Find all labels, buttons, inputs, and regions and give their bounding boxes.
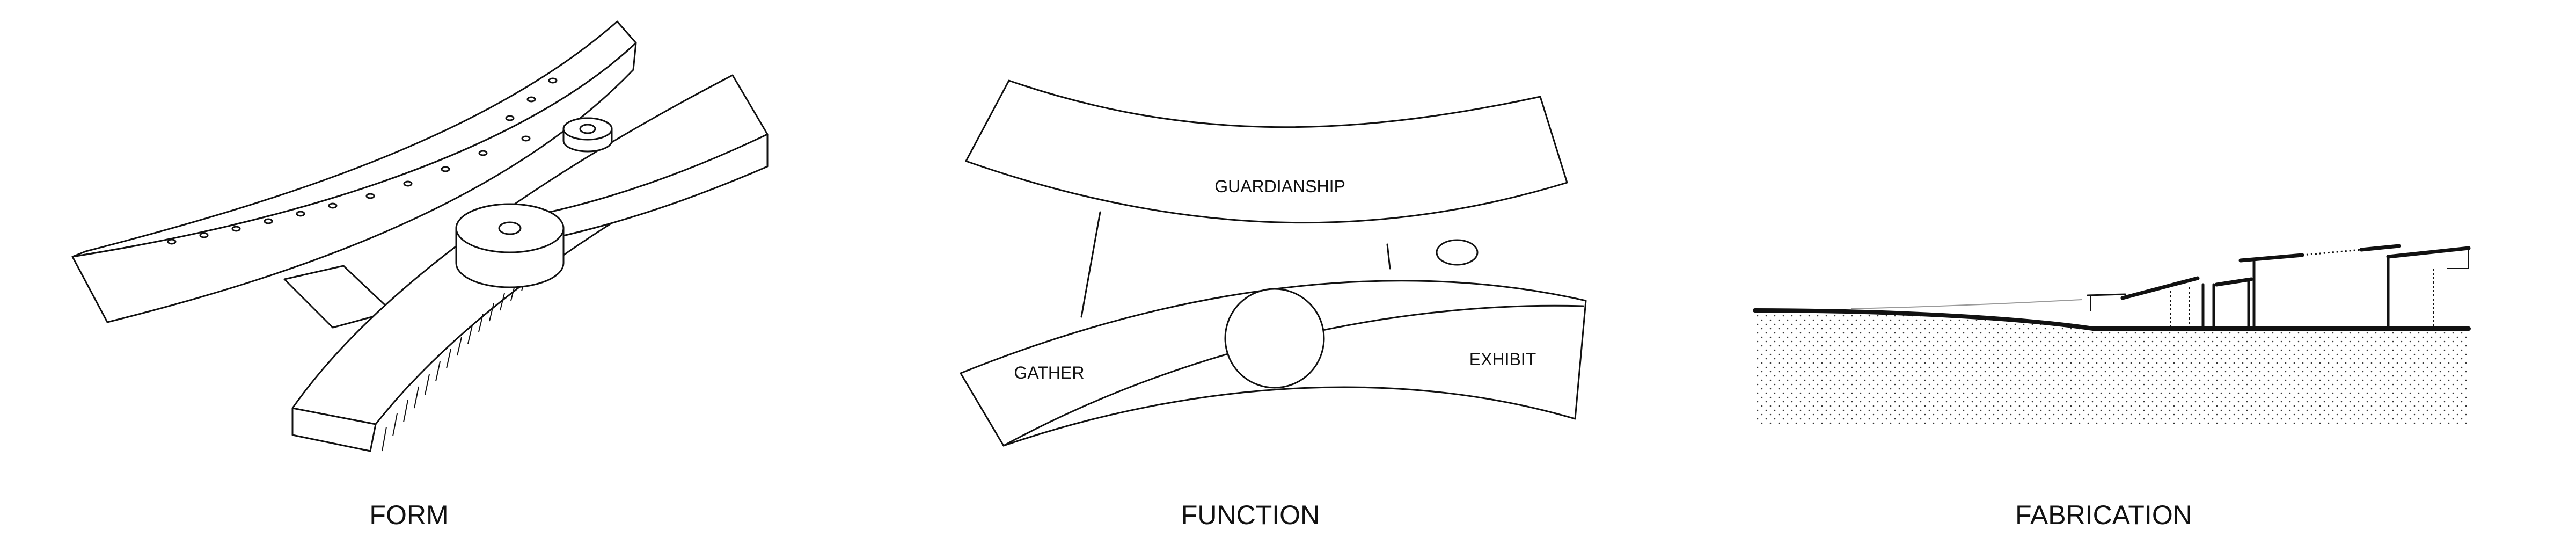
function-guardianship-zone <box>965 79 1568 224</box>
function-diagram: GUARDIANSHIP GATHER EXHIBIT <box>960 79 1587 447</box>
form-axonometric-drawing <box>71 20 769 452</box>
fabrication-distant-profile <box>1851 299 2083 309</box>
form-wing-perforations <box>167 77 558 245</box>
fabrication-roof-2 <box>2214 277 2253 287</box>
fabrication-roof-3-end <box>2359 244 2401 252</box>
fabrication-roof-1 <box>2120 276 2200 300</box>
fabrication-roof-3 <box>2238 253 2304 263</box>
fabrication-ground-mass <box>1755 310 2469 424</box>
caption-fabrication: FABRICATION <box>2015 500 2192 530</box>
caption-form: FORM <box>369 500 449 530</box>
function-connector-left <box>1080 211 1101 318</box>
fabrication-ground-line <box>1753 308 2471 331</box>
caption-function: FUNCTION <box>1181 500 1320 530</box>
function-gathering-circle <box>1224 288 1325 389</box>
function-label-exhibit: EXHIBIT <box>1469 350 1536 369</box>
function-label-guardianship: GUARDIANSHIP <box>1214 177 1345 196</box>
function-label-gather: GATHER <box>1014 363 1085 382</box>
fabrication-roof-3-dotted <box>2302 249 2362 256</box>
fabrication-section-drawing <box>1753 244 2471 424</box>
form-upper-wing-side <box>71 42 637 323</box>
fabrication-roof-4 <box>2386 246 2471 259</box>
fabrication-canopy-left <box>2087 293 2126 296</box>
form-small-cylinder-hole <box>579 124 596 134</box>
form-cylinder-oculus <box>498 221 522 235</box>
function-connector-right <box>1386 243 1391 270</box>
form-lower-wing-side <box>291 407 377 452</box>
function-small-pavilion <box>1436 239 1479 266</box>
